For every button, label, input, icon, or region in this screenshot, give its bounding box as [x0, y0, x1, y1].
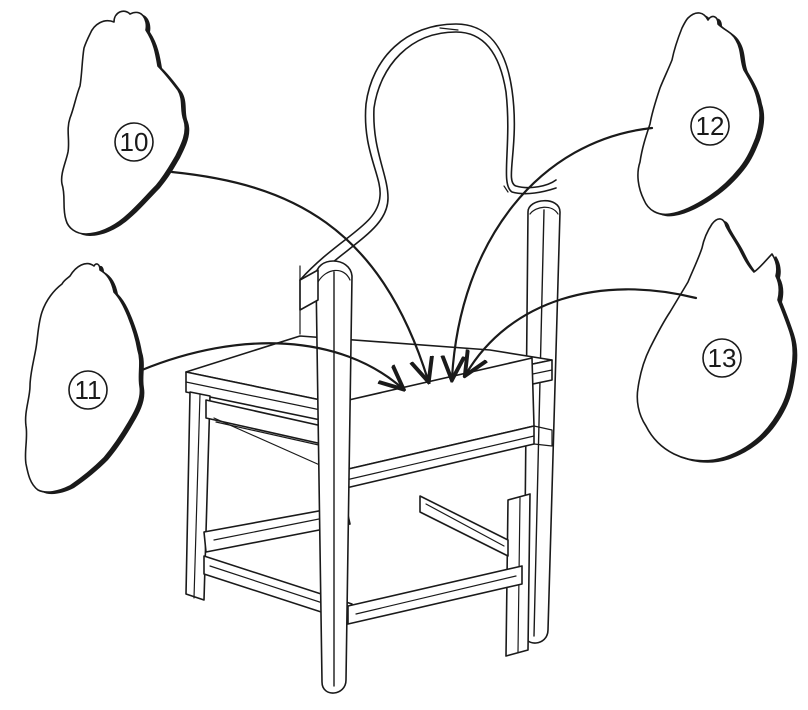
- callout-circle-11: [68, 370, 108, 410]
- callout-label-13: 13: [708, 343, 737, 373]
- part-11-shape: 11: [24, 262, 145, 495]
- callout-circle-12: [690, 106, 730, 146]
- part-13-shape: 13: [636, 218, 798, 463]
- callout-label-12: 12: [696, 111, 725, 141]
- callout-label-10: 10: [120, 127, 149, 157]
- chair-back-splat: [299, 23, 557, 289]
- callout-label-11: 11: [75, 375, 102, 405]
- front-left-leg: [185, 391, 211, 601]
- arrow-11-to-rail: [140, 342, 402, 388]
- arrow-13-to-rail: [466, 288, 698, 374]
- chair: [185, 23, 561, 694]
- back-left-post: [299, 260, 353, 694]
- part-10-shape: 10: [60, 10, 190, 236]
- arrow-10-to-rail: [170, 170, 428, 380]
- callout-circle-13: [702, 338, 742, 378]
- part-12-shape: 12: [637, 12, 765, 217]
- lower-stretchers: [203, 495, 523, 625]
- arrow-12-to-rail: [452, 126, 654, 378]
- assembly-arrows: [140, 126, 698, 388]
- callout-circle-10: [114, 122, 154, 162]
